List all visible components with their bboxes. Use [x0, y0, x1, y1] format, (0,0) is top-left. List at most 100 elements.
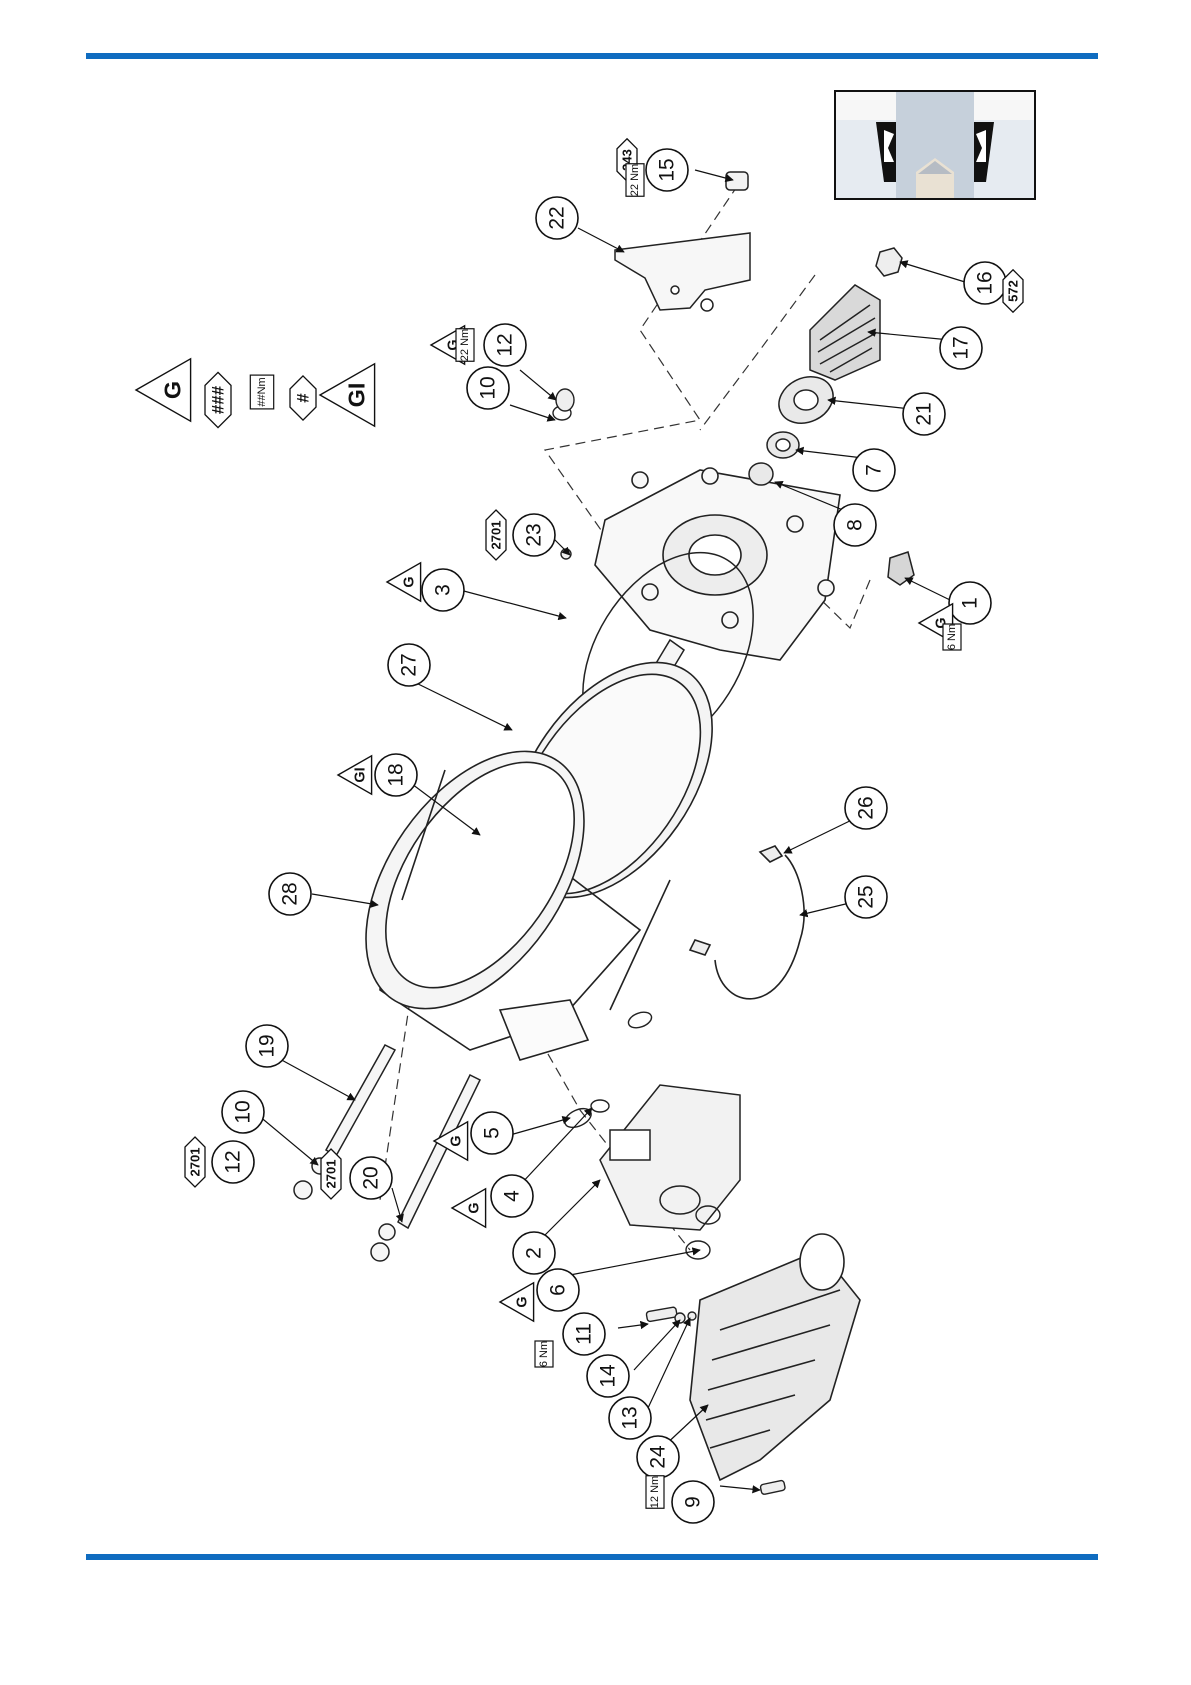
svg-text:12 Nm: 12 Nm [649, 1476, 661, 1508]
callout-27: 27 [388, 644, 430, 686]
callout-26: 26 [845, 787, 887, 829]
svg-text:2701: 2701 [324, 1160, 339, 1189]
svg-text:###: ### [209, 385, 228, 414]
svg-text:#: # [294, 393, 313, 403]
callout-tag-box: 6 Nm [943, 624, 961, 650]
legend-diamond: # [290, 376, 316, 420]
callout-number: 9 [682, 1496, 705, 1508]
callout-5: 5G [434, 1112, 513, 1160]
callout-number: 1 [959, 597, 982, 609]
callout-6: 6G [500, 1269, 579, 1321]
callout-number: 25 [855, 885, 878, 908]
callout-number: 28 [279, 882, 302, 905]
svg-text:GI: GI [343, 383, 369, 408]
nut-part [876, 248, 902, 276]
legend-triangle: GI [320, 364, 375, 426]
svg-text:##Nm: ##Nm [256, 377, 268, 406]
callout-number: 20 [360, 1166, 383, 1189]
callout-2: 2 [513, 1232, 555, 1274]
callout-number: 14 [597, 1364, 620, 1388]
callout-number: 6 [547, 1284, 570, 1296]
callout-22: 22 [536, 197, 578, 239]
seal-detail-drawing [836, 92, 1034, 198]
callout-number: 24 [647, 1445, 670, 1469]
callout-19: 19 [246, 1025, 288, 1067]
callout-1: 1G6 Nm [919, 582, 991, 650]
callout-tag-triangle: GI [338, 756, 372, 794]
callout-number: 10 [232, 1100, 255, 1123]
callout-tag-box: 22 Nm [626, 164, 644, 197]
callout-number: 22 [546, 206, 569, 229]
callout-14: 14 [587, 1355, 629, 1397]
callout-number: 4 [501, 1190, 524, 1202]
svg-text:2701: 2701 [188, 1148, 203, 1177]
svg-text:G: G [159, 381, 185, 399]
legend-diamond: ### [205, 372, 231, 427]
callout-tag-diamond: 2701 [185, 1137, 205, 1187]
callout-number: 18 [385, 763, 408, 786]
callout-number: 13 [619, 1406, 642, 1429]
callout-number: 17 [950, 336, 973, 359]
svg-text:G: G [401, 576, 417, 587]
callout-tag-box: 22 Nm [456, 329, 474, 362]
legend-symbol: ##Nm [250, 375, 273, 409]
callout-number: 23 [523, 523, 546, 546]
callout-number: 7 [863, 464, 886, 476]
svg-text:22 Nm: 22 Nm [629, 164, 641, 196]
svg-text:572: 572 [1006, 280, 1021, 302]
hose-assembly [690, 846, 804, 999]
callout-20: 20 2701 [321, 1149, 392, 1199]
legend-symbol: # [290, 376, 316, 420]
callout-12: 12 2701 [185, 1137, 254, 1187]
tie-rods [294, 1045, 480, 1261]
callout-16: 16 572 [964, 262, 1023, 312]
callout-13: 13 [609, 1397, 651, 1439]
symbol-legend: G ### ##Nm # GI [136, 359, 375, 428]
callout-number: 27 [398, 653, 421, 676]
svg-text:GI: GI [352, 767, 368, 782]
callout-tag-box: 12 Nm [646, 1476, 664, 1509]
callout-number: 10 [477, 376, 500, 399]
legend-symbol: GI [320, 364, 375, 426]
callout-17: 17 [940, 327, 982, 369]
callout-9: 9 12 Nm [646, 1476, 714, 1523]
callout-24: 24 [637, 1436, 679, 1478]
callout-tag-triangle: G [387, 563, 421, 601]
callout-number: 15 [656, 158, 679, 181]
svg-text:G: G [514, 1296, 530, 1307]
callout-28: 28 [269, 873, 311, 915]
callout-tag-diamond: 2701 [321, 1149, 341, 1199]
svg-text:22 Nm: 22 Nm [459, 329, 471, 361]
callout-8: 8 [834, 504, 876, 546]
callout-23: 23 2701 [486, 510, 555, 560]
callout-number: 5 [481, 1127, 504, 1139]
callout-tag-diamond: 2701 [486, 510, 506, 560]
callout-number: 12 [494, 333, 517, 356]
callout-4: 4G [452, 1175, 533, 1227]
callout-tag-diamond: 572 [1003, 270, 1023, 313]
legend-box: ##Nm [250, 375, 273, 409]
svg-text:G: G [466, 1202, 482, 1213]
callout-10: 10 [467, 367, 509, 409]
callout-number: 12 [222, 1150, 245, 1173]
svg-text:6 Nm: 6 Nm [538, 1341, 550, 1367]
callout-12: 12G22 Nm [431, 324, 526, 366]
callout-tag-box: 6 Nm [535, 1341, 553, 1367]
legend-symbol: ### [205, 372, 231, 427]
svg-text:6 Nm: 6 Nm [946, 624, 958, 650]
callout-18: 18 GI [338, 754, 417, 796]
callout-number: 3 [432, 584, 455, 596]
callout-number: 8 [844, 519, 867, 531]
callout-tag-triangle: G [500, 1283, 534, 1321]
bracket-part [615, 233, 750, 311]
callout-tag-triangle: G [452, 1189, 486, 1227]
callout-number: 2 [523, 1247, 546, 1259]
callout-number: 16 [974, 271, 997, 294]
svg-text:G: G [448, 1135, 464, 1146]
callout-3: 3G [387, 563, 464, 611]
callout-number: 21 [913, 402, 936, 425]
seal-parts [749, 368, 841, 485]
valve-body [600, 1085, 740, 1230]
svg-text:2701: 2701 [489, 521, 504, 550]
